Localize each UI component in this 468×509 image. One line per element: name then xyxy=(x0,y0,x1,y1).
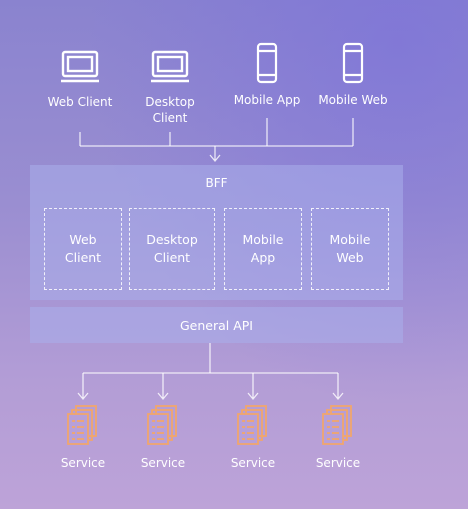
service-node: Service xyxy=(128,404,198,470)
service-stack-icon xyxy=(303,404,373,452)
general-api-label: General API xyxy=(179,317,253,333)
service-label: Service xyxy=(315,456,361,470)
bff-box-web-client: Web Client xyxy=(44,208,122,290)
service-stack-icon xyxy=(128,404,198,452)
phone-icon xyxy=(307,40,399,84)
service-label: Service xyxy=(230,456,276,470)
client-label: Desktop Client xyxy=(145,95,195,125)
service-node: Service xyxy=(303,404,373,470)
service-node: Service xyxy=(218,404,288,470)
service-label: Service xyxy=(140,456,186,470)
bff-title: BFF xyxy=(205,176,228,190)
client-desktop: Desktop Client xyxy=(124,42,216,126)
client-label: Mobile Web xyxy=(318,93,388,107)
phone-icon xyxy=(221,40,313,84)
general-api-bar: General API xyxy=(30,307,403,343)
bff-box-mobile-app: Mobile App xyxy=(224,208,302,290)
monitor-icon xyxy=(34,42,126,86)
service-stack-icon xyxy=(48,404,118,452)
service-stack-icon xyxy=(218,404,288,452)
monitor-icon xyxy=(124,42,216,86)
bff-box-mobile-web: Mobile Web xyxy=(311,208,389,290)
client-label: Web Client xyxy=(47,95,113,109)
client-web: Web Client xyxy=(34,42,126,110)
client-mobile-app: Mobile App xyxy=(221,40,313,108)
service-label: Service xyxy=(60,456,106,470)
bff-panel xyxy=(30,165,403,300)
bff-box-desktop-client: Desktop Client xyxy=(129,208,215,290)
client-mobile-web: Mobile Web xyxy=(307,40,399,108)
service-node: Service xyxy=(48,404,118,470)
client-label: Mobile App xyxy=(233,93,301,107)
